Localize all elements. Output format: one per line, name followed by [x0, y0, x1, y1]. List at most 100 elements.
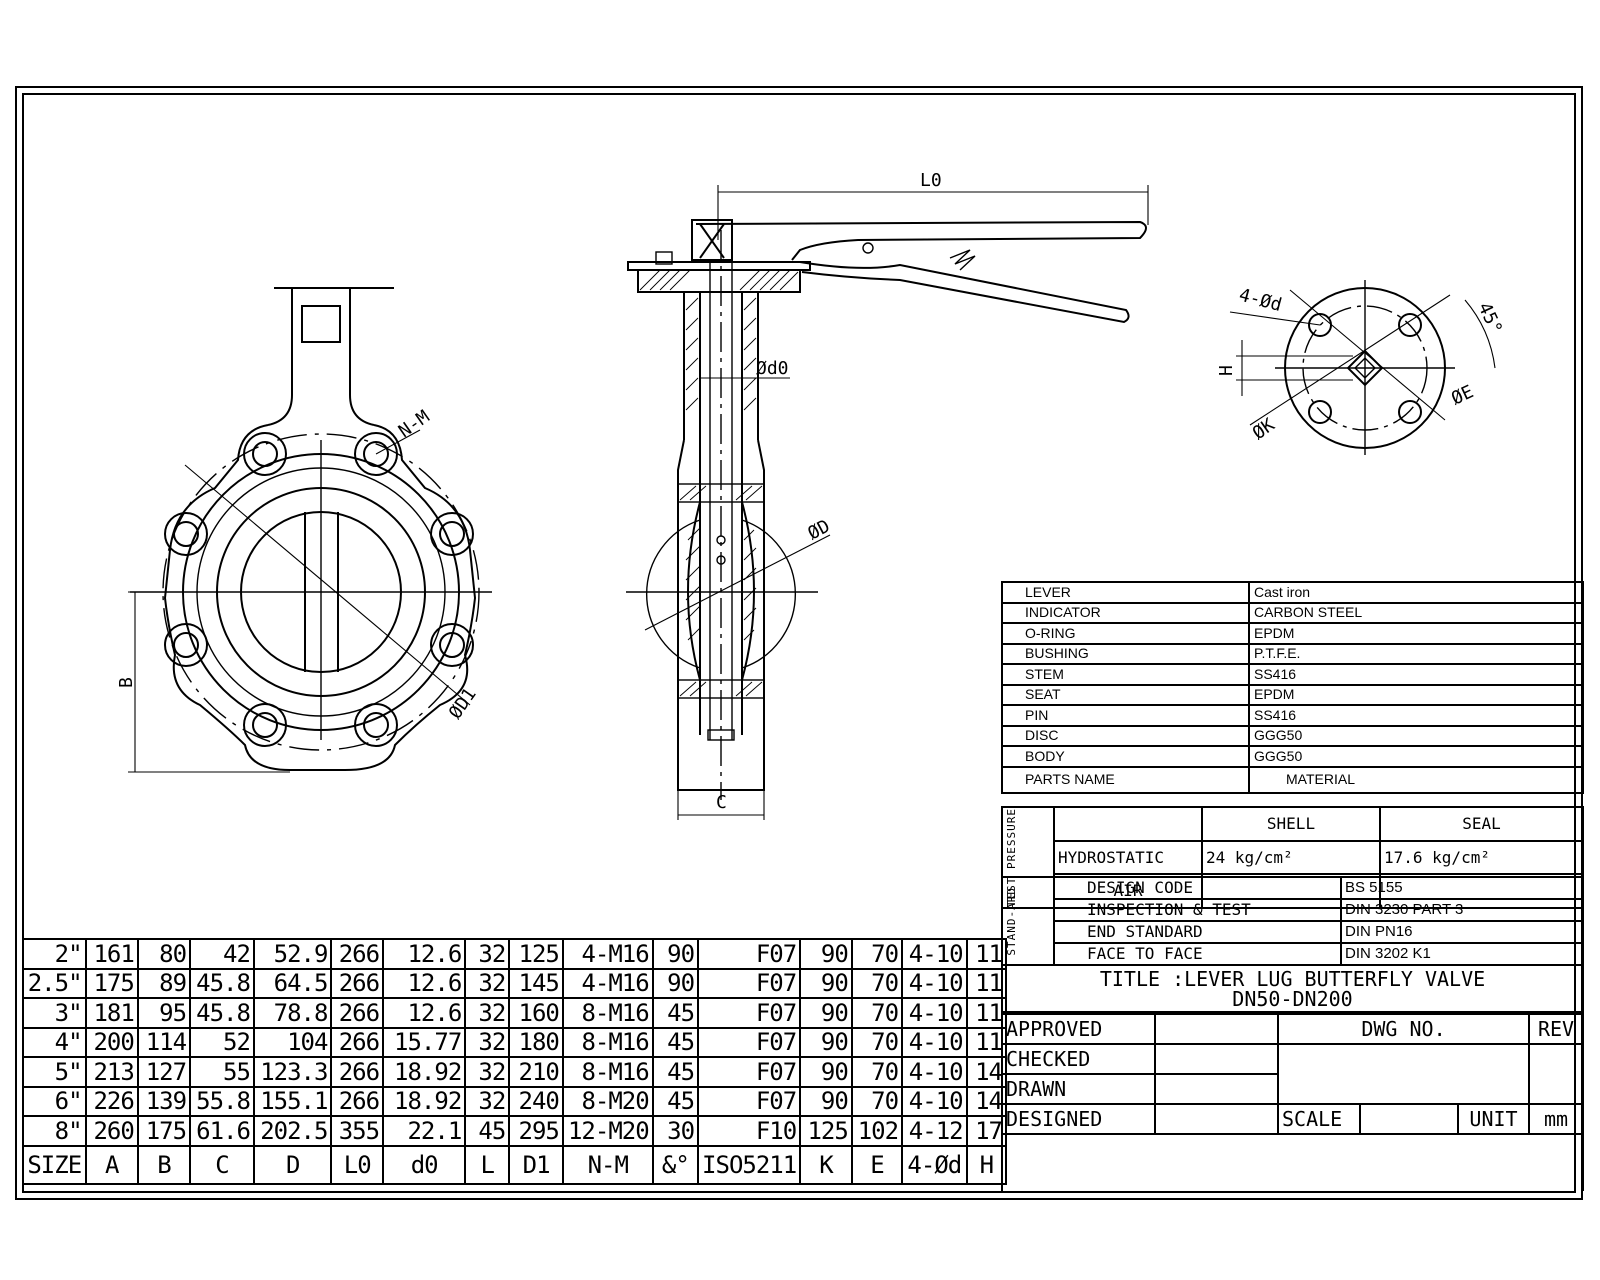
size-cell: 266: [330, 1085, 385, 1117]
part-material: SS416: [1248, 663, 1584, 686]
size-column-header: ISO5211: [697, 1144, 802, 1185]
size-cell: 8-M16: [561, 1026, 654, 1058]
size-cell: 45: [651, 1085, 700, 1117]
size-cell: 30: [651, 1115, 700, 1147]
size-cell: 266: [330, 1056, 385, 1088]
size-column-header: D1: [508, 1144, 564, 1185]
size-cell: 70: [850, 938, 904, 970]
size-cell: F07: [697, 1085, 802, 1117]
approval-table: APPROVED DWG NO. REV CHECKED DRAWN DESIG…: [1001, 1013, 1584, 1191]
size-cell: 145: [508, 967, 564, 999]
part-name: LEVER: [1001, 581, 1250, 604]
part-material: GGG50: [1248, 745, 1584, 768]
size-cell: 355: [330, 1115, 385, 1147]
size-cell: 4": [22, 1026, 87, 1058]
hydro-shell-value: 24 kg/cm²: [1201, 839, 1381, 876]
size-cell: 266: [330, 997, 385, 1029]
part-name: PIN: [1001, 704, 1250, 727]
size-cell: F07: [697, 997, 802, 1029]
part-name: SEAT: [1001, 683, 1250, 706]
holes-dimension-label: 4-Ød: [1237, 285, 1284, 317]
seal-header: SEAL: [1379, 806, 1584, 842]
standard-value: BS 5155: [1340, 876, 1584, 900]
size-cell: 8-M16: [561, 997, 654, 1029]
size-cell: 80: [136, 938, 192, 970]
size-cell: 266: [330, 1026, 385, 1058]
size-cell: 45: [464, 1115, 511, 1147]
size-cell: 64.5: [252, 967, 333, 999]
shell-header: SHELL: [1201, 806, 1381, 842]
size-cell: F07: [697, 1026, 802, 1058]
size-cell: 4-12: [901, 1115, 968, 1147]
size-cell: 18.92: [382, 1056, 467, 1088]
size-cell: 90: [799, 938, 853, 970]
title-block: TITLE :LEVER LUG BUTTERFLY VALVE DN50-DN…: [1001, 965, 1584, 1013]
part-material: P.T.F.E.: [1248, 642, 1584, 665]
size-cell: 6": [22, 1085, 87, 1117]
unit-label: UNIT: [1457, 1103, 1530, 1135]
part-name: BUSHING: [1001, 642, 1250, 665]
size-column-header: SIZE: [22, 1144, 87, 1185]
size-cell: 11: [965, 997, 1008, 1029]
size-cell: 12-M20: [561, 1115, 654, 1147]
size-cell: 70: [850, 1026, 904, 1058]
size-cell: 70: [850, 997, 904, 1029]
front-view: B N-M ØD1: [116, 287, 492, 773]
size-cell: 226: [84, 1085, 139, 1117]
size-cell: 160: [508, 997, 564, 1029]
size-column-header: E: [850, 1144, 904, 1185]
size-cell: 45: [651, 1026, 700, 1058]
size-cell: 52.9: [252, 938, 333, 970]
material-header: MATERIAL: [1248, 765, 1584, 794]
part-name: BODY: [1001, 745, 1250, 768]
h-dimension-label: H: [1216, 365, 1237, 376]
size-cell: 42: [189, 938, 255, 970]
size-cell: 70: [850, 1056, 904, 1088]
c-dimension-label: C: [716, 792, 727, 813]
size-cell: 4-10: [901, 1085, 968, 1117]
size-cell: 32: [464, 997, 511, 1029]
part-material: Cast iron: [1248, 581, 1584, 604]
part-material: SS416: [1248, 704, 1584, 727]
size-cell: 202.5: [252, 1115, 333, 1147]
size-cell: 155.1: [252, 1085, 333, 1117]
approved-label: APPROVED: [1001, 1013, 1156, 1045]
size-cell: 45: [651, 997, 700, 1029]
size-cell: 4-10: [901, 967, 968, 999]
size-column-header: H: [965, 1144, 1008, 1185]
size-cell: F10: [697, 1115, 802, 1147]
part-material: GGG50: [1248, 724, 1584, 747]
size-cell: 32: [464, 1085, 511, 1117]
size-cell: 90: [799, 1026, 853, 1058]
part-name: O-RING: [1001, 622, 1250, 645]
size-cell: 90: [799, 1085, 853, 1117]
size-column-header: A: [84, 1144, 139, 1185]
size-cell: 90: [799, 997, 853, 1029]
part-material: CARBON STEEL: [1248, 601, 1584, 624]
d1-dimension-label: ØD1: [445, 684, 481, 723]
size-cell: 114: [136, 1026, 192, 1058]
size-cell: 90: [799, 1056, 853, 1088]
size-cell: 89: [136, 967, 192, 999]
size-cell: 125: [508, 938, 564, 970]
size-cell: 45.8: [189, 967, 255, 999]
size-cell: 240: [508, 1085, 564, 1117]
size-column-header: 4-Ød: [901, 1144, 968, 1185]
size-column-header: d0: [382, 1144, 467, 1185]
size-cell: 11: [965, 967, 1008, 999]
size-cell: 4-10: [901, 938, 968, 970]
size-cell: 12.6: [382, 967, 467, 999]
standard-table: STAND-ARD DESIGN CODE BS 5155 INSPECTION…: [1001, 876, 1584, 966]
size-cell: 4-10: [901, 997, 968, 1029]
size-column-header: &°: [651, 1144, 700, 1185]
size-cell: 22.1: [382, 1115, 467, 1147]
